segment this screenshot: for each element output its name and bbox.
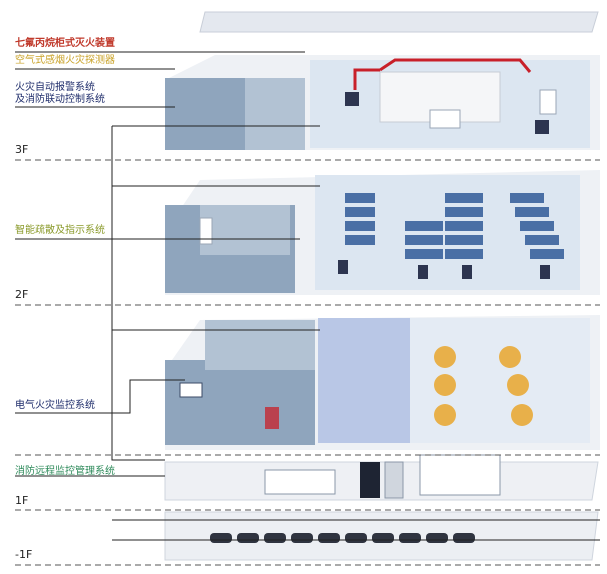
2f-cabinet: [200, 218, 212, 244]
2f-wall-inner: [200, 205, 290, 255]
label-evacuation: 智能疏散及指示系统: [15, 225, 105, 237]
ups-cabinet: [385, 462, 403, 498]
control-room-slab: [165, 455, 598, 500]
1f-extinguisher: [265, 407, 279, 429]
3f-console: [430, 110, 460, 128]
slab-1f: [165, 462, 598, 500]
label-remote: 消防远程监控管理系统: [15, 466, 115, 478]
label-fire-alarm-2: 及消防联动控制系统: [15, 94, 105, 106]
floor-1f-group: [165, 315, 600, 450]
roof-slab: [200, 12, 598, 32]
3f-chair-2: [535, 120, 549, 134]
monitor-console: [420, 455, 500, 495]
3f-cabinet: [540, 90, 556, 114]
label-fire-alarm-1: 火灾自动报警系统: [15, 82, 95, 94]
parking-slab: [165, 512, 598, 560]
floor-3f-group: [165, 55, 600, 150]
3f-room-mid: [245, 78, 305, 150]
server-cabinet: [360, 462, 380, 498]
label-electrical: 电气火灾监控系统: [15, 400, 95, 412]
label-heptafluoro: 七氟丙烷柜式灭火装置: [15, 38, 115, 50]
floor-label-2f: 2F: [15, 288, 28, 301]
1f-monitor-panel: [180, 383, 202, 397]
floor-label-3f: 3F: [15, 143, 28, 156]
1f-room-left: [165, 360, 315, 445]
3f-chair-1: [345, 92, 359, 106]
1f-gym: [318, 318, 410, 443]
3f-room-left: [165, 78, 245, 150]
1f-wall-inner: [205, 320, 315, 370]
floor-label-b1: -1F: [15, 548, 32, 561]
control-desk: [265, 470, 335, 494]
label-aspirating: 空气式感烟火灾探测器: [15, 55, 115, 67]
floor-label-1f: 1F: [15, 494, 28, 507]
floor-2f-group: [165, 170, 600, 295]
